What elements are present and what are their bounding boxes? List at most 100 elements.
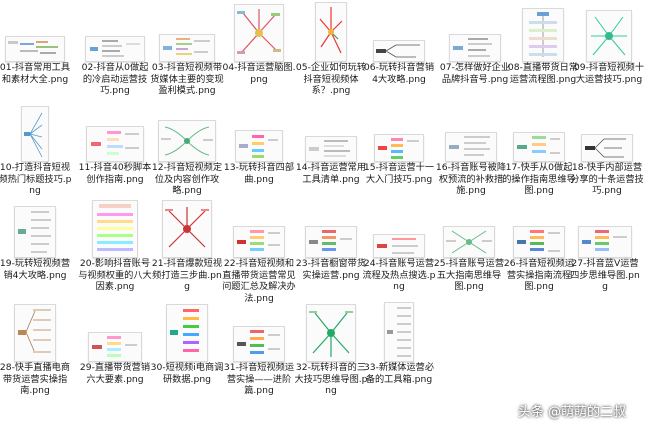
- mindmap-thumbnail[interactable]: [235, 130, 283, 162]
- file-name: 24-抖音账号运营流程及热点搜选.png: [362, 258, 436, 292]
- file-item[interactable]: 25-抖音账号运营五大指南思维导图.png: [434, 196, 504, 296]
- file-item[interactable]: 22-抖音短视频和直播带货运营常见问题汇总及解决办法.png: [222, 196, 296, 304]
- file-item[interactable]: 29-直播带货营销六大要素.png: [80, 300, 150, 400]
- file-item[interactable]: 02-抖音从0做起的冷启动运营技巧.png: [80, 0, 150, 100]
- file-item[interactable]: 28-快手直播电商带货运营实操指南.png: [0, 300, 70, 400]
- file-item[interactable]: 33-新媒体运营必备的工具箱.png: [364, 300, 434, 400]
- file-item[interactable]: 06-玩转抖音营销4大攻略.png: [364, 0, 434, 100]
- file-name: 03-抖音短视频带货媒体主要的变现盈利模式.png: [150, 62, 224, 96]
- watermark: 头条 @萌萌的二叔: [517, 405, 626, 420]
- mindmap-thumbnail[interactable]: [162, 200, 212, 258]
- file-name: 21-抖音爆款短视频打造三步曲.png: [151, 258, 223, 292]
- file-item[interactable]: 31-抖音短视频运营实操——进阶篇.png: [224, 300, 294, 400]
- file-item[interactable]: 18-快手内部运营分享的十条运营技巧.png: [570, 100, 644, 200]
- mindmap-thumbnail[interactable]: [522, 8, 564, 62]
- file-name: 17-快手从0做起的操作指南思维导图.png: [502, 162, 576, 196]
- mindmap-thumbnail[interactable]: [92, 200, 138, 258]
- file-item[interactable]: 10-打造抖音短视频热门标题技巧.png: [0, 100, 72, 200]
- file-name: 04-抖音运营脑图.png: [222, 62, 296, 85]
- mindmap-thumbnail[interactable]: [21, 106, 49, 162]
- file-name: 01-抖音常用工具和素材大全.png: [0, 62, 71, 85]
- file-item[interactable]: 11-抖音40秒脚本创作指南.png: [78, 100, 152, 200]
- file-item[interactable]: 15-抖音运营十一大入门技巧.png: [364, 100, 434, 200]
- mindmap-thumbnail[interactable]: [445, 132, 497, 162]
- mindmap-thumbnail[interactable]: [449, 34, 501, 62]
- file-name: 23-抖音橱窗带货实操运营.png: [295, 258, 367, 281]
- mindmap-thumbnail[interactable]: [233, 226, 285, 258]
- mindmap-thumbnail[interactable]: [85, 36, 145, 62]
- mindmap-thumbnail[interactable]: [14, 206, 56, 258]
- mindmap-thumbnail[interactable]: [384, 302, 414, 362]
- mindmap-thumbnail[interactable]: [14, 304, 56, 362]
- file-item[interactable]: 23-抖音橱窗带货实操运营.png: [296, 196, 366, 296]
- file-name: 28-快手直播电商带货运营实操指南.png: [0, 362, 71, 396]
- file-name: 29-直播带货营销六大要素.png: [79, 362, 151, 385]
- file-item[interactable]: 21-抖音爆款短视频打造三步曲.png: [152, 196, 222, 296]
- file-name: 25-抖音账号运营五大指南思维导图.png: [433, 258, 505, 292]
- file-name: 11-抖音40秒脚本创作指南.png: [78, 162, 152, 185]
- mindmap-thumbnail[interactable]: [373, 234, 425, 258]
- file-item[interactable]: 26-抖音短视频运营实操指南流程图.png: [504, 196, 574, 296]
- file-item[interactable]: 32-玩转抖音的三大技巧思维导图.png: [294, 300, 368, 400]
- mindmap-thumbnail[interactable]: [5, 36, 65, 62]
- file-item[interactable]: 07-怎样做好企业品牌抖音号.png: [440, 0, 510, 100]
- mindmap-thumbnail[interactable]: [374, 134, 424, 162]
- file-name: 19-玩转短视频营销4大攻略.png: [0, 258, 71, 281]
- file-item[interactable]: 17-快手从0做起的操作指南思维导图.png: [502, 100, 576, 200]
- file-name: 26-抖音短视频运营实操指南流程图.png: [503, 258, 575, 292]
- file-name: 10-打造抖音短视频热门标题技巧.png: [0, 162, 72, 196]
- file-item[interactable]: 01-抖音常用工具和素材大全.png: [0, 0, 70, 100]
- mindmap-thumbnail[interactable]: [513, 132, 565, 162]
- file-item[interactable]: 09-抖音短视频十大运营技巧.png: [574, 0, 644, 100]
- mindmap-thumbnail[interactable]: [443, 226, 495, 258]
- mindmap-thumbnail[interactable]: [86, 126, 144, 162]
- file-item[interactable]: 19-玩转短视频营销4大攻略.png: [0, 196, 70, 296]
- file-name: 02-抖音从0做起的冷启动运营技巧.png: [81, 62, 149, 96]
- mindmap-thumbnail[interactable]: [166, 304, 208, 362]
- file-name: 20-影响抖音账号与视频权重的八大因素.png: [78, 258, 152, 292]
- mindmap-thumbnail[interactable]: [234, 4, 284, 62]
- mindmap-thumbnail[interactable]: [305, 136, 357, 162]
- file-name: 27-抖音蓝V运营四步思维导图.png: [570, 258, 640, 292]
- file-item[interactable]: 30-短视频i电商调研数据.png: [151, 300, 223, 400]
- mindmap-thumbnail[interactable]: [305, 226, 357, 258]
- mindmap-thumbnail[interactable]: [158, 120, 216, 162]
- file-item[interactable]: 27-抖音蓝V运营四步思维导图.png: [570, 196, 640, 296]
- file-name: 12-抖音短视频定位及内容创作攻略.png: [151, 162, 223, 196]
- mindmap-thumbnail[interactable]: [306, 304, 356, 362]
- file-item[interactable]: 05-企业如何玩转抖音短视频体系？.png: [296, 0, 366, 100]
- file-item[interactable]: 08-直播带货日常运营流程图.png: [508, 0, 578, 100]
- file-name: 13-玩转抖音四部曲.png: [223, 162, 295, 185]
- file-name: 07-怎样做好企业品牌抖音号.png: [439, 62, 511, 85]
- file-name: 08-直播带货日常运营流程图.png: [507, 62, 579, 85]
- file-item[interactable]: 04-抖音运营脑图.png: [222, 0, 296, 100]
- file-item[interactable]: 14-抖音运营常用工具清单.png: [296, 100, 366, 200]
- file-item[interactable]: 13-玩转抖音四部曲.png: [224, 100, 294, 200]
- file-name: 05-企业如何玩转抖音短视频体系？.png: [295, 62, 367, 96]
- file-name: 15-抖音运营十一大入门技巧.png: [363, 162, 435, 185]
- file-item[interactable]: 16-抖音账号被降权预流的补救措施.png: [436, 100, 506, 200]
- mindmap-thumbnail[interactable]: [373, 40, 425, 62]
- file-name: 22-抖音短视频和直播带货运营常见问题汇总及解决办法.png: [222, 258, 296, 304]
- mindmap-thumbnail[interactable]: [578, 226, 632, 258]
- mindmap-thumbnail[interactable]: [315, 2, 347, 62]
- mindmap-thumbnail[interactable]: [88, 332, 142, 362]
- file-item[interactable]: 24-抖音账号运营流程及热点搜选.png: [362, 196, 436, 296]
- file-name: 18-快手内部运营分享的十条运营技巧.png: [570, 162, 644, 196]
- file-name: 32-玩转抖音的三大技巧思维导图.png: [294, 362, 368, 396]
- mindmap-thumbnail[interactable]: [586, 10, 632, 62]
- file-item[interactable]: 03-抖音短视频带货媒体主要的变现盈利模式.png: [150, 0, 224, 100]
- mindmap-thumbnail[interactable]: [513, 226, 565, 258]
- file-name: 16-抖音账号被降权预流的补救措施.png: [435, 162, 507, 196]
- file-name: 14-抖音运营常用工具清单.png: [295, 162, 367, 185]
- file-name: 06-玩转抖音营销4大攻略.png: [363, 62, 435, 85]
- file-name: 09-抖音短视频十大运营技巧.png: [573, 62, 645, 85]
- file-item[interactable]: 20-影响抖音账号与视频权重的八大因素.png: [78, 196, 152, 296]
- file-name: 31-抖音短视频运营实操——进阶篇.png: [223, 362, 295, 396]
- mindmap-thumbnail[interactable]: [581, 134, 633, 162]
- mindmap-thumbnail[interactable]: [159, 34, 215, 62]
- file-name: 33-新媒体运营必备的工具箱.png: [363, 362, 435, 385]
- file-item[interactable]: 12-抖音短视频定位及内容创作攻略.png: [152, 100, 222, 200]
- mindmap-thumbnail[interactable]: [233, 326, 285, 362]
